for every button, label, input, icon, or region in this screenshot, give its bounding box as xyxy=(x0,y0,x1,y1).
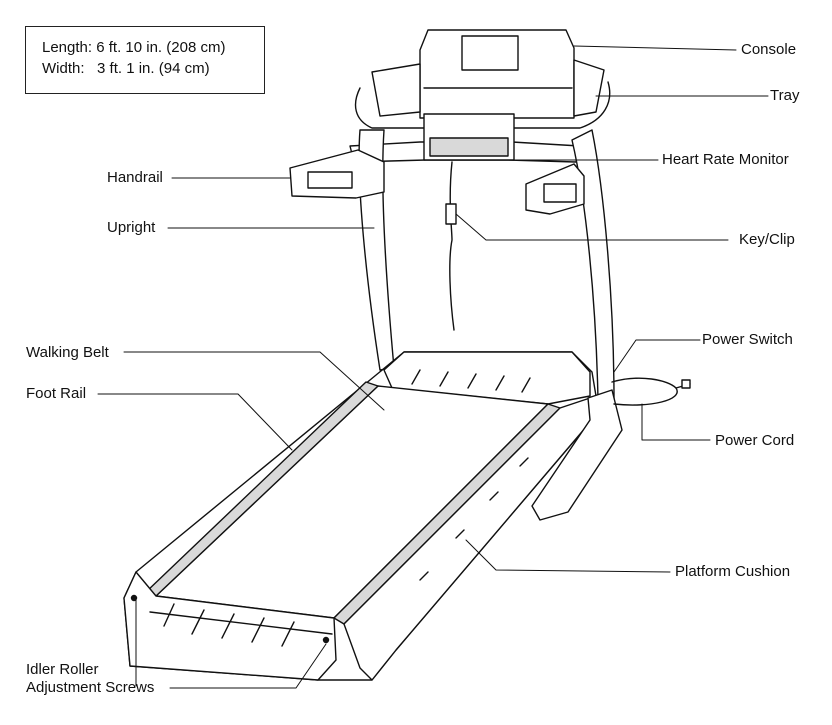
length-label: Length: xyxy=(42,39,93,56)
heart-rate-monitor-drawing xyxy=(349,113,581,163)
idler-screw-left xyxy=(130,594,138,602)
label-platform-cushion: Platform Cushion xyxy=(675,563,791,580)
label-tray: Tray xyxy=(770,87,800,104)
leader-platform-cushion xyxy=(465,539,671,573)
tray-drawing xyxy=(354,59,611,129)
label-console: Console xyxy=(741,41,797,58)
power-cord-drawing xyxy=(611,377,691,406)
leader-key-clip xyxy=(455,213,729,241)
label-handrail: Handrail xyxy=(107,169,163,186)
width-label: Width: xyxy=(42,60,85,77)
label-power-switch: Power Switch xyxy=(702,331,793,348)
leader-idler-right xyxy=(169,643,327,689)
dimensions-box: Length: 6 ft. 10 in. (208 cm) Width: 3 f… xyxy=(25,26,265,94)
label-idler-roller-line2: Adjustment Screws xyxy=(26,679,155,696)
label-foot-rail: Foot Rail xyxy=(26,385,87,402)
width-value: 3 ft. 1 in. (94 cm) xyxy=(97,60,210,77)
leader-power-cord xyxy=(641,403,711,441)
label-heart-rate-monitor: Heart Rate Monitor xyxy=(662,151,789,168)
console-drawing xyxy=(419,29,575,119)
label-upright: Upright xyxy=(107,219,156,236)
leader-console xyxy=(573,45,737,51)
label-idler-roller-line1: Idler Roller xyxy=(26,661,99,678)
deck-drawing xyxy=(123,351,623,681)
handrails-drawing xyxy=(289,149,585,215)
length-value: 6 ft. 10 in. (208 cm) xyxy=(96,39,226,56)
key-clip-drawing xyxy=(445,161,457,331)
length-row: Length: 6 ft. 10 in. (208 cm) xyxy=(42,37,264,58)
leader-lines xyxy=(97,45,769,689)
width-row: Width: 3 ft. 1 in. (94 cm) xyxy=(42,58,264,79)
label-power-cord: Power Cord xyxy=(715,432,795,449)
leader-power-switch xyxy=(613,339,701,373)
label-walking-belt: Walking Belt xyxy=(26,344,109,361)
idler-screw-right xyxy=(322,636,330,644)
label-key-clip: Key/Clip xyxy=(739,231,795,248)
leader-foot-rail xyxy=(97,393,293,451)
leader-walking-belt xyxy=(123,351,385,411)
